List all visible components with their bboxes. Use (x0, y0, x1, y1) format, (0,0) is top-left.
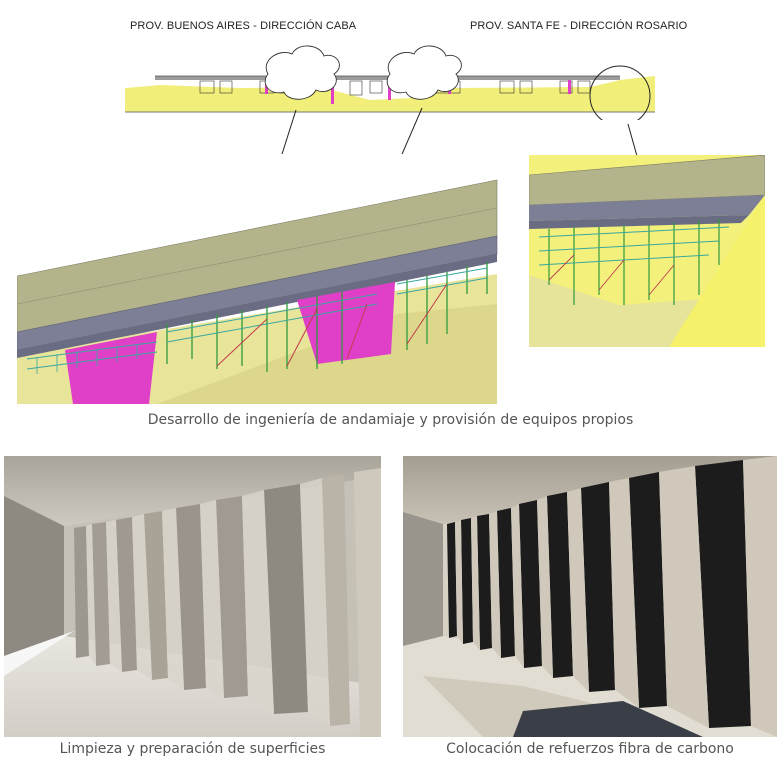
left-direction-label: PROV. BUENOS AIRES - DIRECCIÓN CABA (130, 20, 357, 32)
caption-carbon: Colocación de refuerzos fibra de carbono (446, 741, 734, 757)
caption-cleaning: Limpieza y preparación de superficies (59, 741, 326, 757)
scaffold-platforms (26, 267, 488, 370)
ground-profile (125, 76, 655, 112)
scaffold-braces (216, 283, 448, 367)
detail-clouds (264, 45, 462, 100)
right-direction-label: PROV. SANTA FE - DIRECCIÓN ROSARIO (470, 20, 688, 32)
scaffold-3d-model-detail (529, 155, 765, 347)
scaffold-grid (166, 262, 488, 372)
scaffold-3d-model-main (17, 154, 499, 404)
detail-circle (589, 65, 651, 120)
carbon-fiber-strips (447, 460, 751, 728)
photo-carbon-fiber (403, 456, 777, 737)
caption-engineering: Desarrollo de ingeniería de andamiaje y … (147, 412, 634, 428)
pier-right (297, 282, 395, 364)
pier-left (65, 332, 157, 404)
photo-surface-cleaning (4, 456, 381, 737)
prepared-strips (74, 468, 381, 737)
bridge-elevation-diagram (125, 45, 655, 120)
